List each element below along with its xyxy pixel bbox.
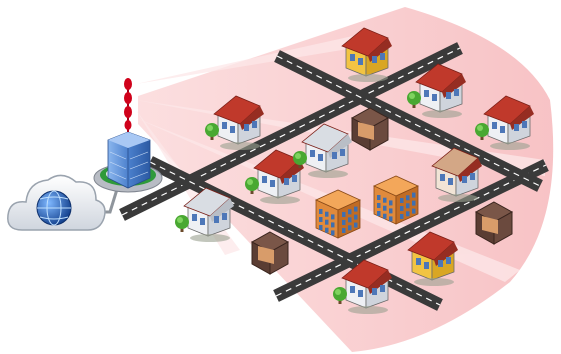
globe-icon xyxy=(36,190,72,226)
radio-antenna-icon xyxy=(124,78,132,132)
house-7 xyxy=(175,187,234,242)
house-6 xyxy=(293,123,352,178)
house-9 xyxy=(407,231,458,286)
house-8 xyxy=(431,147,482,202)
signal-beam-1 xyxy=(136,34,378,84)
house-10 xyxy=(333,259,392,314)
apartment-1 xyxy=(315,189,361,239)
box-building-1 xyxy=(350,107,390,151)
box-building-3 xyxy=(250,231,290,275)
box-building-2 xyxy=(474,201,514,245)
buildings-layer xyxy=(175,27,534,314)
apartment-2 xyxy=(373,175,419,225)
road-network xyxy=(119,42,549,311)
house-1 xyxy=(341,27,392,82)
road-south xyxy=(273,159,549,302)
house-2 xyxy=(205,95,264,150)
base-station-tower xyxy=(93,78,163,193)
house-5 xyxy=(475,95,534,150)
internet-cloud xyxy=(7,174,106,231)
house-4 xyxy=(245,149,304,204)
house-3 xyxy=(407,63,466,118)
